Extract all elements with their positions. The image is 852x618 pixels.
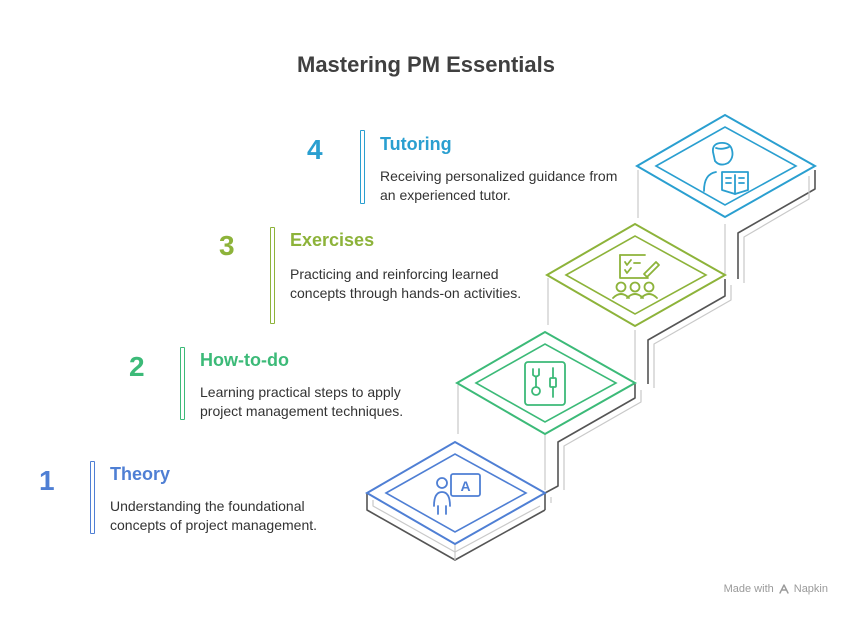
step-1-tile: [365, 440, 548, 546]
step-4-description: Receiving personalized guidance from an …: [380, 168, 618, 203]
step-4-name: Tutoring: [380, 134, 452, 154]
step-1-bar: [90, 461, 95, 534]
step-4-bar: [360, 130, 365, 204]
footer-brand: Napkin: [793, 583, 828, 595]
svg-text:A: A: [460, 478, 470, 494]
step-1-number: 1: [39, 465, 55, 496]
footer-prefix: Made with: [723, 583, 774, 595]
teacher-board-icon: A: [433, 473, 481, 515]
step-3-number: 3: [219, 230, 235, 261]
tools-icon: [524, 361, 566, 406]
step-2-name: How-to-do: [200, 350, 289, 370]
reader-book-icon: [703, 141, 749, 195]
footer-attribution: Made with Napkin: [724, 583, 828, 595]
step-3-name: Exercises: [290, 230, 375, 250]
step-3-bar: [270, 227, 275, 324]
step-1-name: Theory: [110, 464, 171, 484]
staircase-side: [366, 170, 816, 561]
step-2-number: 2: [129, 351, 145, 382]
step-2-bar: [180, 347, 185, 420]
step-3-description: Practicing and reinforcing learned conce…: [290, 266, 522, 301]
step-1-description: Understanding the foundational concepts …: [110, 498, 318, 533]
step-4-tile: [635, 113, 818, 219]
step-2-description: Learning practical steps to apply projec…: [200, 384, 404, 419]
group-exercise-icon: [612, 254, 660, 299]
napkin-logo-icon: [779, 584, 789, 594]
step-3-tile: [545, 222, 728, 328]
step-4-number: 4: [307, 134, 323, 165]
step-2-tile: [455, 330, 638, 436]
page-title: Mastering PM Essentials: [297, 52, 555, 77]
